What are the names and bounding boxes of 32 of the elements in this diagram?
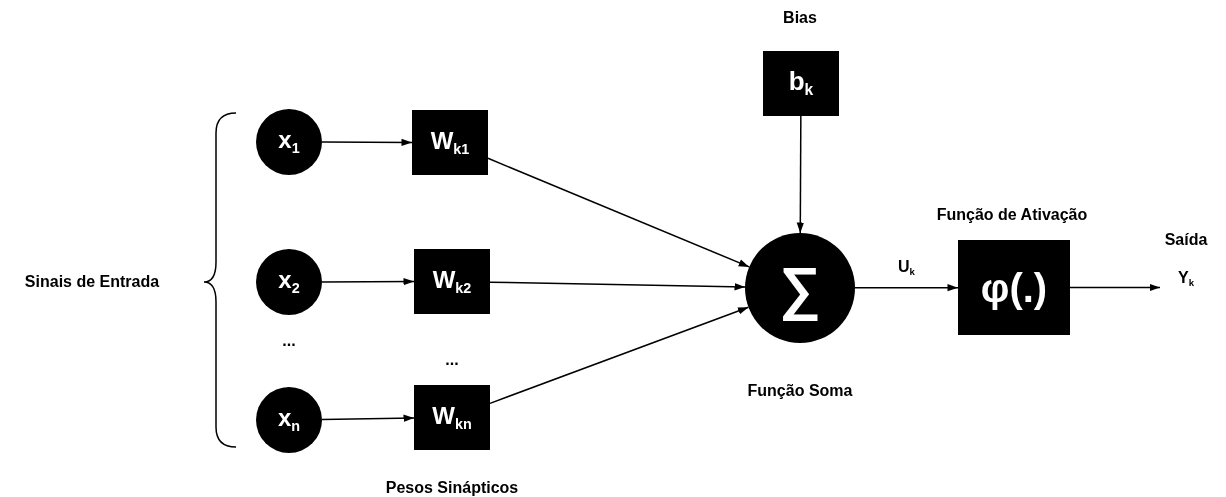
arrow [487,157,750,268]
caption: Pesos Sinápticos [385,480,519,496]
node-label: x$_{n}$ [277,406,301,434]
weight-box [414,385,490,450]
ellipsis: ... [445,352,459,368]
weight-box [412,110,488,175]
node-label: x$_{2}$ [278,268,300,296]
weight-box [414,249,490,314]
arrow [321,414,415,422]
node-label: W$_{k2}$ [432,267,472,296]
arrow [321,277,415,286]
node-label: Saída [1164,232,1208,248]
node-label: Função de Ativação [936,207,1088,223]
node-label: W$_{kn}$ [432,403,472,432]
node-label: Bias [783,10,817,26]
bias-box [763,51,839,116]
arrow [1069,283,1161,292]
node-label: Função Soma [747,383,853,399]
edge-label: U$_{k}$ [896,258,917,278]
arrow [489,281,746,291]
arrow [796,115,804,234]
arrow [854,284,959,292]
node-label: W$_{k1}$ [430,128,470,157]
node-label: Y$_{k}$ [1178,270,1194,288]
node-label: φ(.) [980,267,1048,308]
ellipsis: ... [282,333,296,349]
arrow [321,138,413,146]
node-label: x$_{1}$ [278,128,300,156]
node-label: b$_{k}$ [788,68,814,99]
arrow [489,306,750,405]
activation-box [958,240,1070,335]
caption: Sinais de Entrada [24,274,160,290]
